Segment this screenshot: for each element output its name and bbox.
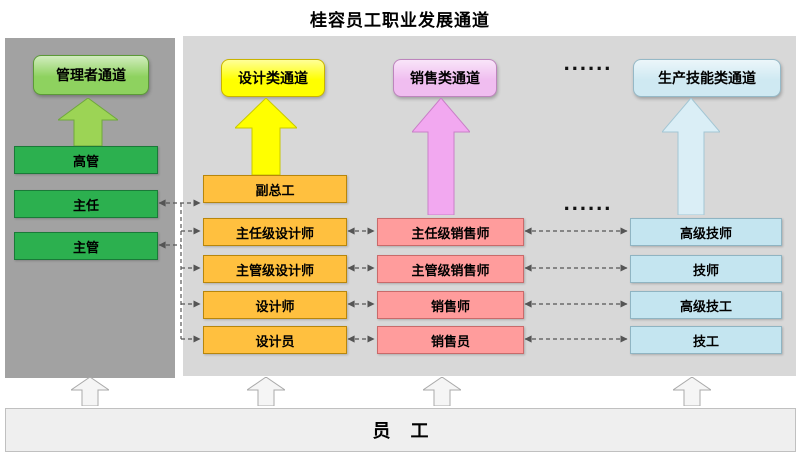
sales-level-box: 销售师 <box>377 291 524 319</box>
design-level-box: 副总工 <box>203 175 347 203</box>
design-level-box: 设计员 <box>203 326 347 354</box>
employee-to-design-arrow-icon <box>247 377 285 406</box>
design-up-arrow-icon <box>235 98 297 175</box>
employee-bar: 员 工 <box>5 408 796 452</box>
sales-level-box: 主管级销售师 <box>377 255 524 283</box>
manager-level-box: 主管 <box>14 232 158 260</box>
design-level-box: 设计师 <box>203 291 347 319</box>
manager-up-arrow-icon <box>58 98 118 146</box>
employee-to-manager-arrow-icon <box>71 377 109 406</box>
manager-level-box: 高管 <box>14 146 158 174</box>
manager-level-box: 主任 <box>14 190 158 218</box>
design-level-box: 主任级设计师 <box>203 218 347 246</box>
sales-channel-header: 销售类通道 <box>393 59 497 97</box>
ellipsis-top: ...... <box>563 50 613 75</box>
design-level-box: 主管级设计师 <box>203 255 347 283</box>
production-channel-header: 生产技能类通道 <box>633 59 781 97</box>
ellipsis-mid: ...... <box>563 190 613 215</box>
production-up-arrow-icon <box>662 98 720 215</box>
production-level-box: 技师 <box>630 255 782 283</box>
sales-level-box: 主任级销售师 <box>377 218 524 246</box>
page-title: 桂容员工职业发展通道 <box>310 11 490 30</box>
employee-to-production-arrow-icon <box>673 377 711 406</box>
manager-channel-header: 管理者通道 <box>33 55 149 95</box>
sales-up-arrow-icon <box>412 98 470 215</box>
design-channel-header: 设计类通道 <box>221 59 325 97</box>
production-level-box: 高级技师 <box>630 218 782 246</box>
production-level-box: 技工 <box>630 326 782 354</box>
employee-to-sales-arrow-icon <box>423 377 461 406</box>
employee-bar-label: 员 工 <box>372 421 429 441</box>
production-level-box: 高级技工 <box>630 291 782 319</box>
sales-level-box: 销售员 <box>377 326 524 354</box>
